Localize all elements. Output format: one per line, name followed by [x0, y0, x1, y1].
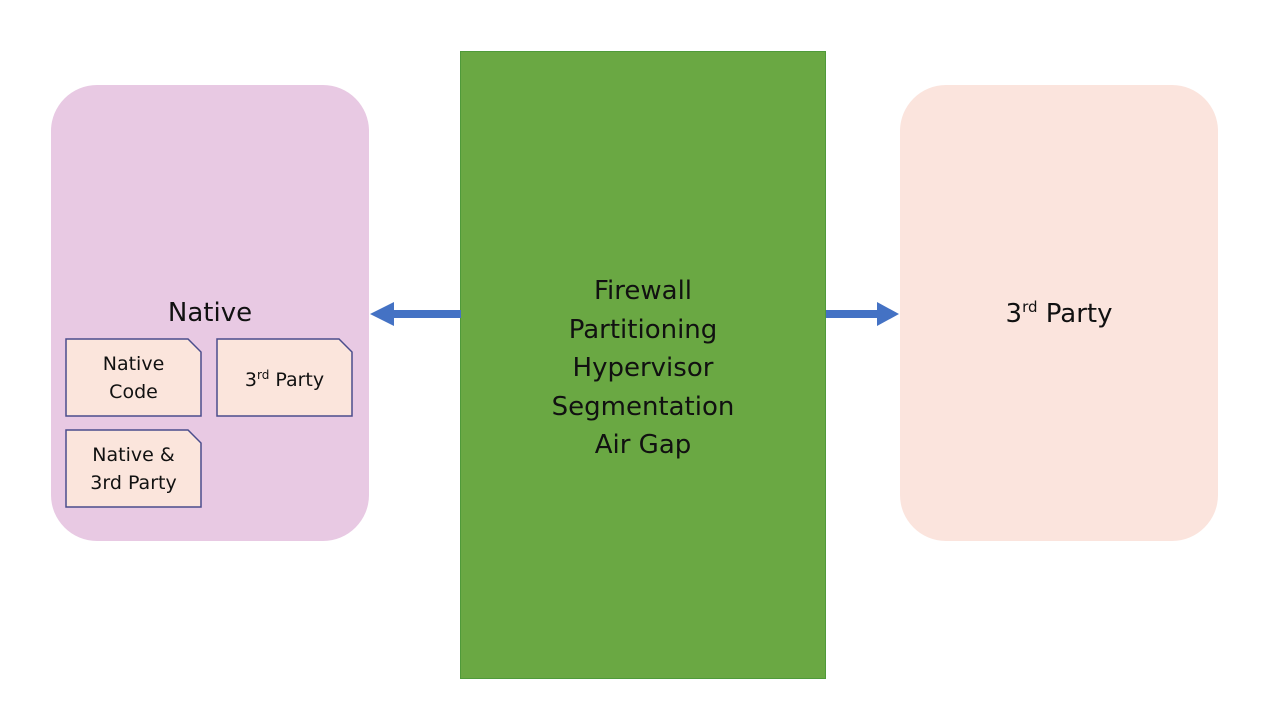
- third-party-zone: 3rd Party: [900, 85, 1218, 541]
- third-party-title-suffix: Party: [1037, 299, 1113, 329]
- third-party-box-label: 3rd Party: [245, 361, 324, 394]
- native-zone-title: Native: [167, 298, 253, 328]
- native-and-third-line1: Native &: [92, 443, 175, 466]
- snip-box-shape: [65, 338, 202, 417]
- native-and-third-party-box: Native & 3rd Party: [65, 429, 202, 508]
- isolation-item-firewall: Firewall: [593, 276, 693, 306]
- third-party-box-suffix: Party: [269, 369, 325, 391]
- arrow-right-icon: [826, 302, 899, 326]
- third-party-box-prefix: 3: [244, 369, 257, 391]
- native-code-line1: Native: [102, 352, 165, 375]
- arrow-left-icon: [370, 302, 461, 326]
- isolation-item-air-gap: Air Gap: [594, 430, 692, 460]
- snip-box-shape: [65, 429, 202, 508]
- native-code-line2: Code: [109, 380, 158, 403]
- third-party-box-sup: rd: [256, 368, 270, 382]
- third-party-zone-title: 3rd Party: [900, 298, 1218, 329]
- third-party-box: 3rd Party: [216, 338, 353, 417]
- native-code-box: Native Code: [65, 338, 202, 417]
- isolation-list: Firewall Partitioning Hypervisor Segment…: [461, 272, 825, 465]
- isolation-block: Firewall Partitioning Hypervisor Segment…: [460, 51, 826, 679]
- isolation-item-hypervisor: Hypervisor: [572, 353, 714, 383]
- third-party-title-sup: rd: [1022, 298, 1038, 316]
- native-and-third-line2: 3rd Party: [90, 471, 177, 494]
- isolation-item-segmentation: Segmentation: [551, 391, 735, 422]
- isolation-item-partitioning: Partitioning: [568, 314, 718, 345]
- snip-box-shape: [216, 338, 353, 417]
- third-party-title-prefix: 3: [1005, 299, 1023, 329]
